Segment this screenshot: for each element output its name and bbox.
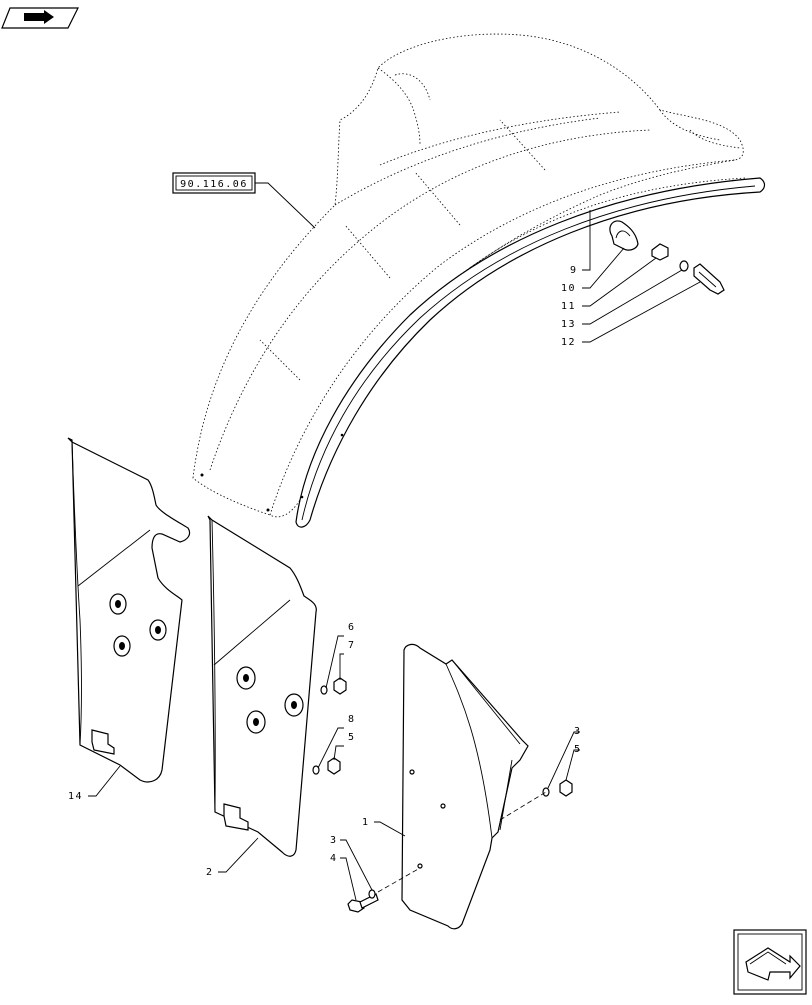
part-1-mudflap: [401, 643, 529, 930]
callout-6[interactable]: 6: [348, 622, 356, 633]
part-14-grommets: [109, 593, 167, 657]
callout-5-left[interactable]: 5: [348, 732, 356, 743]
part-2-grommets: [236, 666, 304, 734]
callout-10[interactable]: 10: [561, 283, 576, 294]
bottom-bolt: [347, 889, 379, 913]
callout-3-right[interactable]: 3: [574, 726, 582, 737]
part-14-panel: [67, 437, 191, 783]
next-arrow-icon[interactable]: [733, 929, 807, 995]
callout-2[interactable]: 2: [206, 867, 214, 878]
callout-14[interactable]: 14: [68, 791, 83, 802]
part-2-panel: [207, 515, 317, 857]
callout-1[interactable]: 1: [362, 817, 370, 828]
right-nut-washer: [542, 779, 573, 797]
back-arrow-icon[interactable]: [1, 7, 79, 29]
callout-3-bottom[interactable]: 3: [330, 835, 338, 846]
callout-8[interactable]: 8: [348, 714, 356, 725]
callout-7[interactable]: 7: [348, 640, 356, 651]
nut-washer-pairs: [312, 677, 347, 775]
reference-label: 90.116.06: [180, 179, 248, 190]
callout-11[interactable]: 11: [561, 301, 576, 312]
callout-12[interactable]: 12: [561, 337, 576, 348]
callout-5-right[interactable]: 5: [574, 744, 582, 755]
callout-labels: 9 10 11 13 12 14 2 6 7 8 5 3 5 1 3 4: [68, 265, 582, 878]
reference-box[interactable]: 90.116.06: [172, 172, 316, 229]
fender-assembly: [192, 33, 766, 528]
callout-4[interactable]: 4: [330, 853, 338, 864]
clamp-hardware: [609, 220, 725, 295]
callout-13[interactable]: 13: [561, 319, 576, 330]
callout-9[interactable]: 9: [570, 265, 578, 276]
